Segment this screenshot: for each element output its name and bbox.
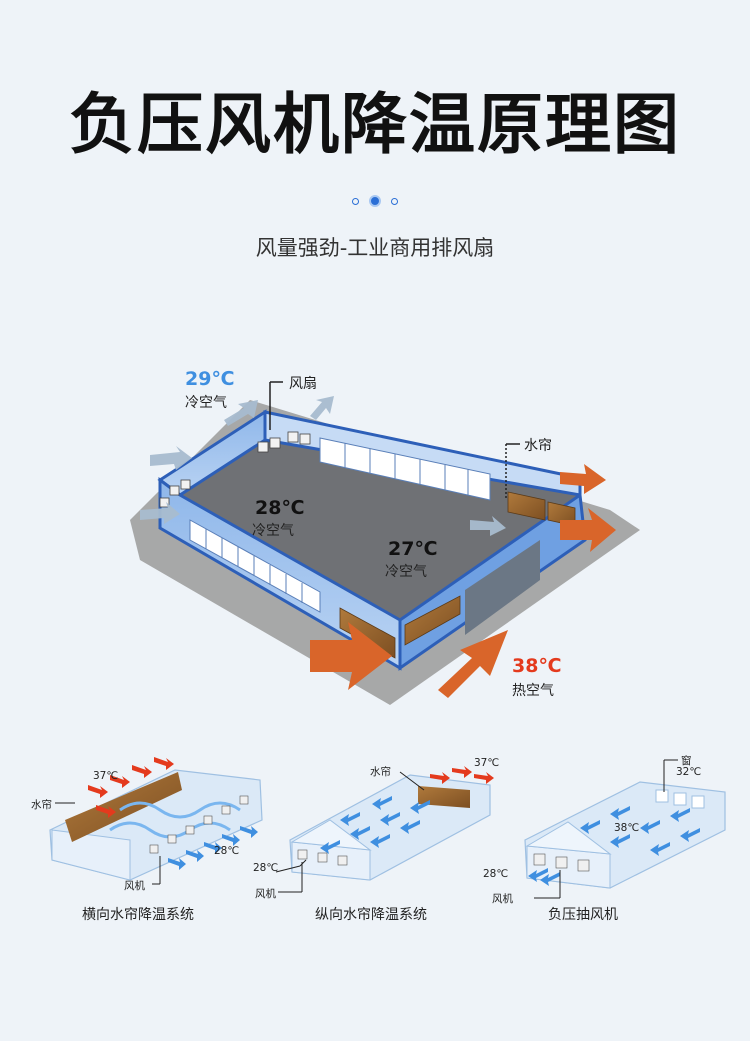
dot-2-active[interactable] [369, 195, 381, 207]
back-windows [319, 437, 491, 501]
inside-label-2: 冷空气 [385, 564, 427, 580]
fans [159, 431, 311, 508]
water-curtains [339, 491, 576, 659]
sys3-caption: 负压抽风机 [548, 907, 618, 923]
sys2-hot-temp: 37℃ [474, 757, 500, 769]
inside-label-1: 冷空气 [252, 523, 294, 539]
sys1-hot-temp: 37℃ [93, 770, 119, 782]
inside-temp-2: 27℃ [388, 538, 438, 560]
sys3-inside-temp: 38℃ [614, 822, 640, 834]
system2-diagram [275, 766, 494, 893]
outside-label: 冷空气 [185, 395, 227, 411]
fan-label: 风扇 [289, 376, 317, 392]
system1-diagram [49, 757, 263, 885]
sys2-caption: 纵向水帘降温系统 [315, 907, 427, 923]
sys1-caption: 横向水帘降温系统 [82, 907, 194, 923]
dot-1[interactable] [352, 197, 359, 205]
front-windows [189, 519, 321, 613]
sys3-cool-temp: 28℃ [483, 868, 509, 880]
door [465, 540, 540, 635]
sys1-curtain-label: 水帘 [31, 799, 52, 811]
cold-air-arrows [140, 396, 506, 536]
sys1-fan-label: 风机 [124, 880, 145, 892]
curtain-label: 水帘 [524, 438, 552, 454]
carousel-dots [0, 195, 750, 207]
sys2-curtain-label: 水帘 [370, 766, 391, 778]
dot-3[interactable] [391, 197, 398, 205]
hot-label: 热空气 [512, 683, 554, 699]
sys1-cool-temp: 28℃ [214, 845, 240, 857]
sys2-cool-temp: 28℃ [253, 862, 279, 874]
sys3-window-temp: 32℃ [676, 766, 702, 778]
system3-diagram [524, 759, 726, 899]
hot-air-arrows [310, 464, 616, 698]
page-subtitle: 风量强劲-工业商用排风扇 [255, 236, 495, 260]
sys2-fan-label: 风机 [255, 888, 276, 900]
outside-temp: 29℃ [185, 368, 235, 390]
inside-temp-1: 28℃ [255, 497, 305, 519]
page-title: 负压风机降温原理图 [69, 86, 681, 163]
sys3-fan-label: 风机 [492, 893, 513, 905]
hot-temp: 38℃ [512, 655, 562, 677]
sys3-window-label: 窗 [681, 755, 692, 767]
